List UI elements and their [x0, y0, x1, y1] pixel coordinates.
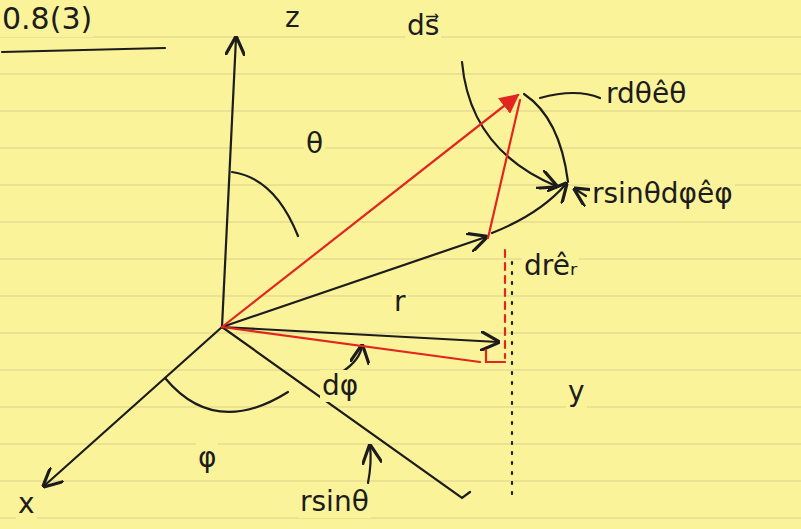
red-ink	[222, 95, 520, 362]
red-drop	[504, 250, 506, 358]
angle-label: φ	[196, 442, 218, 474]
theta-step	[524, 94, 568, 182]
theta-arc	[232, 172, 298, 236]
dphi-leader	[342, 346, 362, 372]
ink	[2, 38, 600, 500]
r-plus-dr-vector	[222, 95, 518, 327]
y-axis	[222, 327, 470, 498]
projection-vector	[222, 327, 498, 342]
r-vector	[222, 237, 486, 327]
axis-label: z	[283, 2, 302, 34]
rsin-leader	[368, 446, 371, 483]
ds-vector	[488, 100, 520, 238]
phi-step	[492, 184, 566, 233]
vector-label: ds⃗	[405, 10, 441, 42]
right-angle	[486, 350, 505, 362]
title-underline	[2, 48, 165, 52]
axis-label: x	[16, 488, 37, 520]
z-axis	[222, 38, 236, 327]
ephi-leader	[575, 189, 586, 196]
vector-label: r	[392, 286, 408, 318]
problem-number: 0.8(3)	[0, 2, 94, 37]
axis-label: y	[566, 376, 587, 408]
dotted-drop	[511, 262, 513, 500]
vector-label: drêᵣ	[522, 250, 579, 282]
etheta-leader	[540, 93, 600, 98]
length-label: rsinθ	[298, 486, 371, 518]
angle-label: θ	[304, 128, 325, 160]
vector-label: rdθêθ	[604, 78, 688, 110]
red-projection	[222, 327, 480, 362]
ds-leader	[462, 62, 556, 186]
vector-label: rsinθdφêφ	[590, 178, 735, 210]
angle-label: dφ	[320, 370, 360, 402]
x-axis	[44, 327, 222, 486]
ruled-lines	[0, 37, 801, 518]
phi-arc	[165, 378, 288, 412]
